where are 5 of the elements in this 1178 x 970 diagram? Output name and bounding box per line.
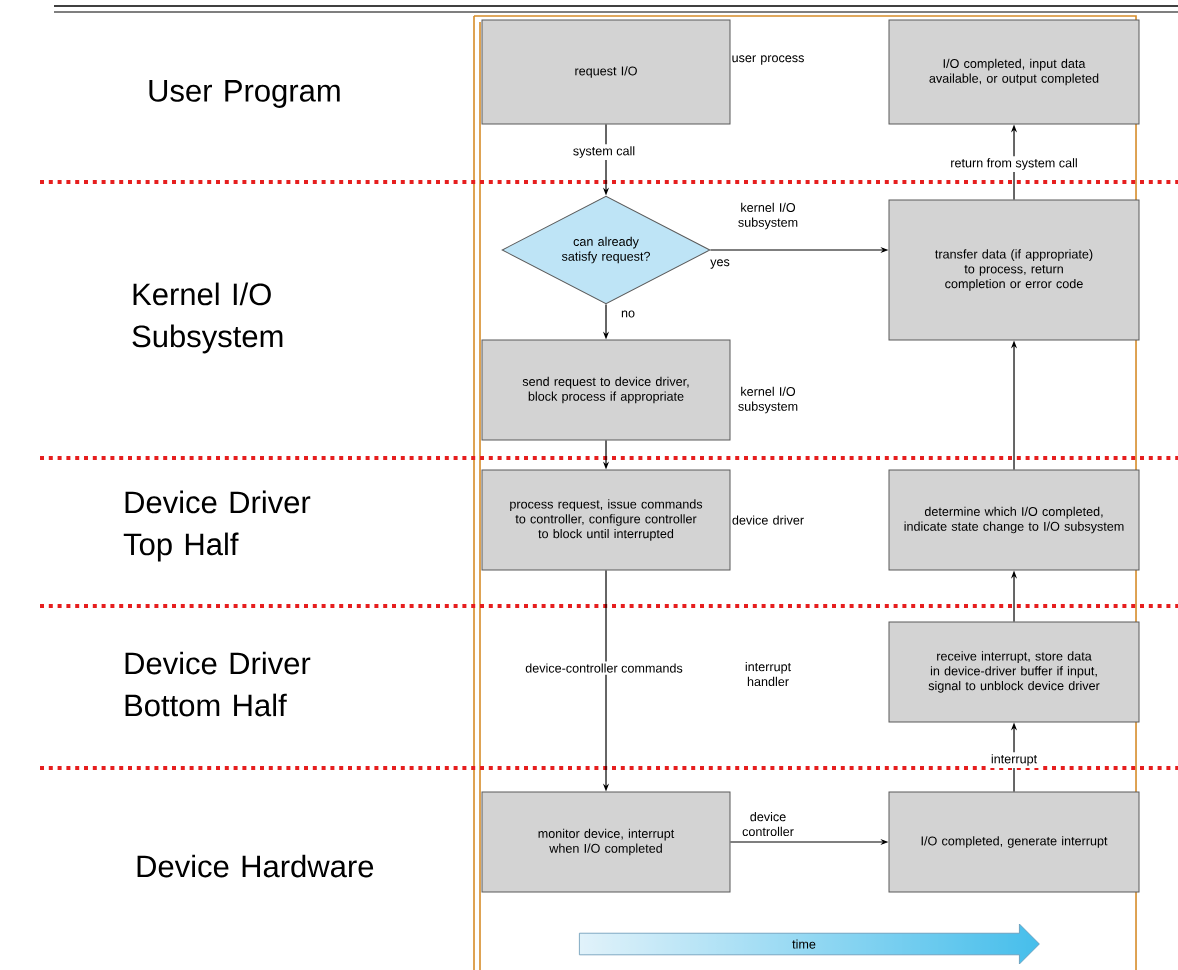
- lane-title: Kernel I/O Subsystem: [132, 282, 283, 354]
- lane-title: Device Driver Top Half: [123, 490, 311, 562]
- lane-title: Device Hardware: [137, 854, 374, 878]
- lane-title: User Program: [149, 80, 340, 108]
- lane-title: Device Driver Bottom Half: [125, 651, 311, 717]
